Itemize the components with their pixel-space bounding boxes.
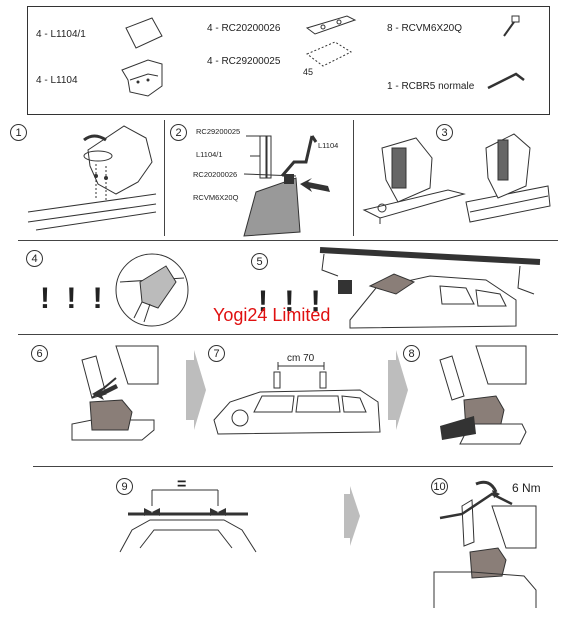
step-9-equal-mark: =	[177, 476, 187, 493]
step-2-label-l1104-1: L1104/1	[196, 150, 223, 159]
part-label-l1104: 4 - L1104	[36, 75, 78, 86]
parts-list-box	[27, 6, 550, 115]
step-7-distance-label: cm 70	[287, 353, 315, 364]
step-10-badge: 10	[431, 478, 448, 495]
step-5-warning-marks: ! ! !	[258, 285, 325, 318]
step-3-badge: 3	[436, 124, 453, 141]
step-3-mounted-foot-illustration	[362, 133, 551, 224]
step-1-badge: 1	[10, 124, 27, 141]
step-6-badge: 6	[31, 345, 48, 362]
part-label-rc20200026: 4 - RC20200026	[207, 23, 281, 34]
step-6-next-arrow-icon	[186, 350, 206, 430]
part-label-rcvm6x20q: 8 - RCVM6X20Q	[387, 23, 463, 34]
step-5-badge: 5	[251, 253, 268, 270]
divider-row1	[18, 240, 558, 241]
step-7-next-arrow-icon	[388, 350, 408, 430]
step-2-label-rc29200025: RC29200025	[196, 127, 241, 136]
step-10-torque-illustration	[433, 480, 537, 608]
step-1-bracket-illustration	[27, 125, 157, 231]
step-6-foot-placement-illustration	[71, 345, 159, 441]
step-7-badge: 7	[208, 345, 225, 362]
step-8-badge: 8	[403, 345, 420, 362]
step-4-clean-surface-illustration	[115, 253, 189, 327]
divider-1-2	[164, 120, 165, 236]
part-dimension-45: 45	[303, 67, 314, 77]
step-7-car-with-feet-illustration	[213, 362, 381, 435]
part-label-l1104-1: 4 - L1104/1	[36, 29, 86, 40]
step-5-bars-and-car-illustration	[319, 245, 541, 329]
part-rcvm6x20q-screw-icon	[503, 15, 520, 37]
step-2-assembly-illustration	[243, 135, 330, 237]
part-rc20200026-bar-icon	[305, 15, 357, 35]
part-rc29200025-pad-icon	[306, 41, 353, 67]
step-9-next-arrow-icon	[344, 486, 360, 546]
step-2-label-l1104: L1104	[318, 141, 339, 150]
part-rcbr5-hex-key-icon	[487, 72, 525, 90]
step-4-warning-marks: ! ! !	[40, 282, 107, 315]
divider-row2	[18, 334, 558, 335]
step-2-label-rcvm6x20q: RCVM6X20Q	[193, 193, 239, 202]
part-l1104-1-plate-icon	[125, 17, 163, 49]
divider-row3	[33, 466, 553, 467]
step-8-tighten-illustration	[439, 345, 527, 445]
divider-2-3	[353, 120, 354, 236]
step-2-badge: 2	[170, 124, 187, 141]
step-9-badge: 9	[116, 478, 133, 495]
step-10-torque-label: 6 Nm	[512, 481, 541, 495]
step-9-centering-illustration	[119, 489, 257, 553]
part-label-rc29200025: 4 - RC29200025	[207, 56, 281, 67]
step-4-badge: 4	[26, 250, 43, 267]
part-label-rcbr5: 1 - RCBR5 normale	[387, 81, 475, 92]
part-l1104-bracket-icon	[121, 59, 163, 97]
step-2-label-rc20200026: RC20200026	[193, 170, 238, 179]
watermark-text: Yogi24 Limited	[213, 305, 331, 325]
